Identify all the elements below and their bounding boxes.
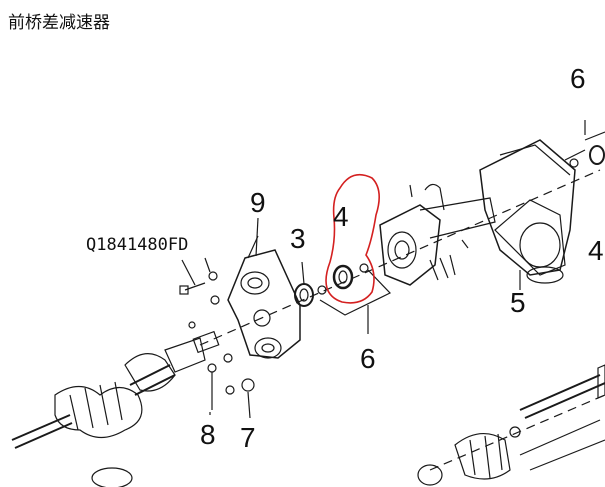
washer-bottom-left [91,467,133,487]
callout-8: 8 [200,419,216,450]
callout-4-right: 4 [588,235,604,266]
page-title: 前桥差减速器 [8,13,110,33]
o-ring-small [317,285,327,295]
leader-9 [255,217,259,257]
left-drive-shaft [11,330,220,449]
bracket-plate-part-9 [227,235,301,359]
bolt-q1841480fd [179,257,218,295]
washer-part-7 [241,378,255,392]
assembly-axis-dashed-lower [429,394,605,471]
leader-part-number [181,259,196,286]
right-seal [564,120,605,168]
callout-3: 3 [290,223,306,254]
callout-4-circled: 4 [333,201,349,232]
bolt-part-8 [207,363,217,373]
oil-seal-part-3 [294,261,314,307]
callout-7: 7 [240,422,256,453]
right-drive-shaft [417,364,605,486]
callout-6-top-right: 6 [570,63,586,94]
callout-5: 5 [510,287,526,318]
bolt-head-part-7 [225,385,235,395]
center-housing [379,183,496,286]
assembly-axis-dashed [199,169,601,346]
callout-6-bottom: 6 [360,343,376,374]
bolt-small-2 [188,321,196,329]
bolt-small-3 [223,353,233,363]
callout-bracket-6 [319,269,392,316]
part-number-label: Q1841480FD [86,235,188,255]
callout-9: 9 [250,187,266,218]
red-annotation-circle [325,173,380,304]
oil-seal-part-4 [332,263,369,290]
bolt-small-1 [210,295,220,305]
differential-part-5 [479,139,576,290]
